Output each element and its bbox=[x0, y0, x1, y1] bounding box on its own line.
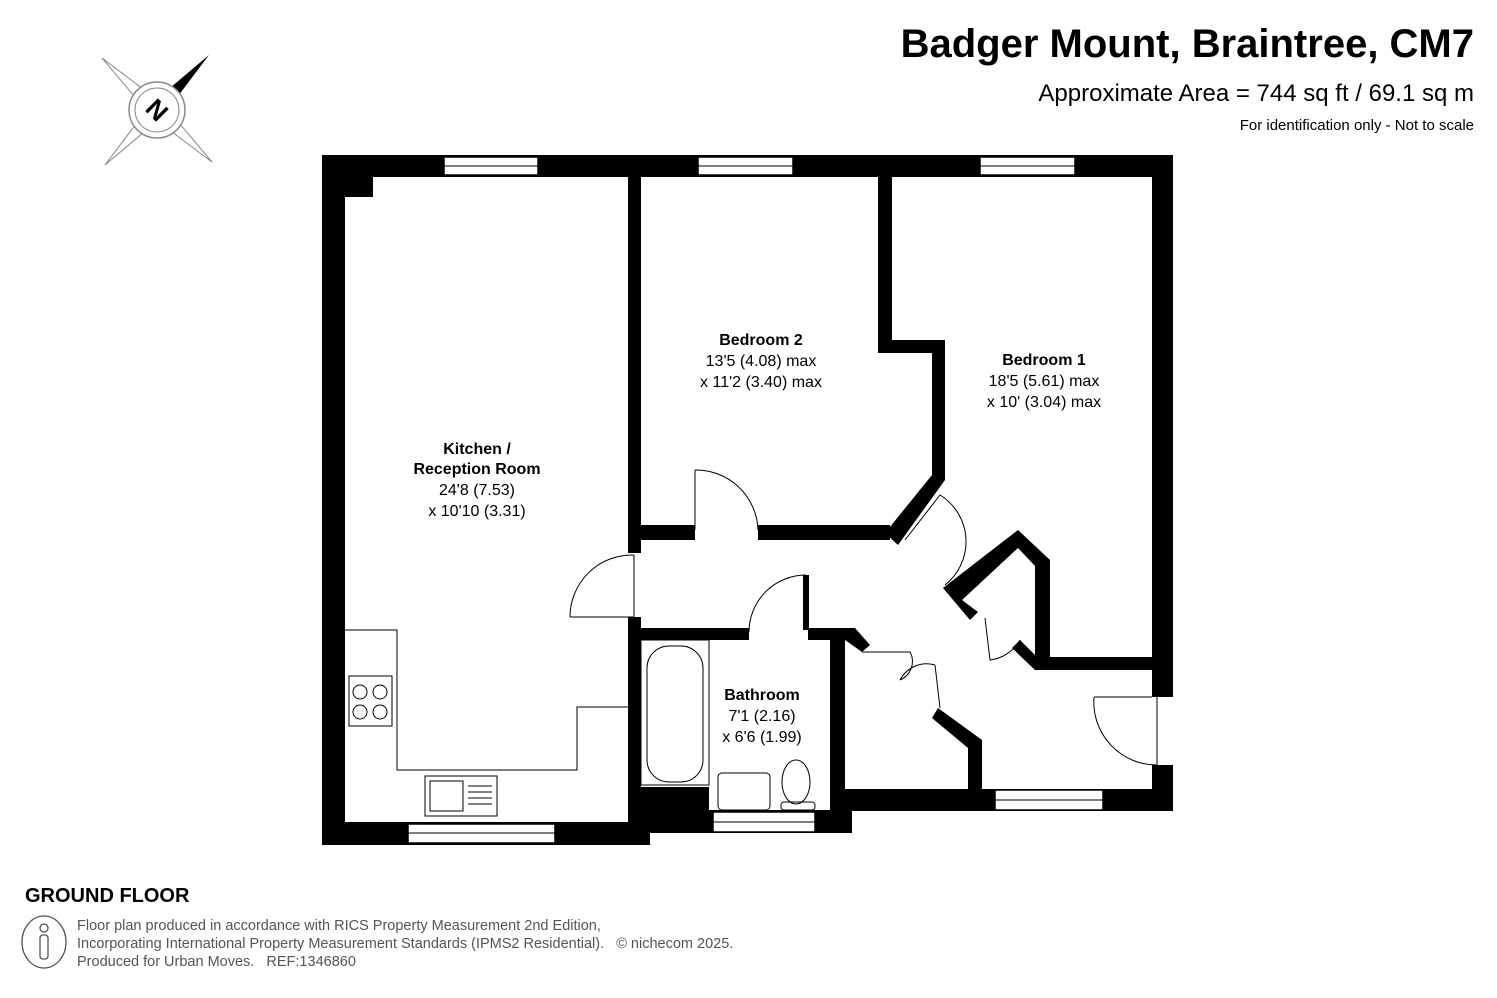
footer-standards: Incorporating International Property Mea… bbox=[77, 936, 605, 952]
disclaimer: For identification only - Not to scale bbox=[1239, 117, 1474, 134]
floor-label: GROUND FLOOR bbox=[25, 885, 190, 907]
room-name-bedroom-2: Bedroom 2 bbox=[719, 332, 803, 349]
room-dim-kitchen-2: x 10'10 (3.31) bbox=[428, 503, 525, 520]
basin-icon bbox=[717, 772, 771, 811]
approximate-area: Approximate Area = 744 sq ft / 69.1 sq m bbox=[1038, 80, 1474, 107]
kitchen-units bbox=[345, 629, 628, 817]
bathroom-fixtures bbox=[640, 639, 816, 811]
person-scale-icon bbox=[21, 915, 67, 969]
room-dim-bathroom-2: x 6'6 (1.99) bbox=[722, 729, 802, 746]
hob-icon bbox=[348, 675, 393, 727]
footer-line-3: Produced for Urban Moves. REF:1346860 bbox=[77, 954, 356, 970]
room-dim-bedroom-1-2: x 10' (3.04) max bbox=[987, 394, 1101, 411]
room-dim-bathroom-1: 7'1 (2.16) bbox=[728, 708, 795, 725]
footer-produced-for: Produced for Urban Moves. bbox=[77, 954, 255, 970]
windows bbox=[407, 156, 1104, 844]
bath-icon bbox=[646, 645, 704, 783]
room-dim-bedroom-2-2: x 11'2 (3.40) max bbox=[700, 374, 822, 391]
compass-icon: N bbox=[101, 55, 213, 166]
room-dim-bedroom-1-1: 18'5 (5.61) max bbox=[989, 373, 1100, 390]
room-name-kitchen: Kitchen / bbox=[443, 441, 511, 458]
toilet-icon bbox=[781, 759, 811, 805]
footer-ref: REF:1346860 bbox=[266, 954, 356, 970]
footer-line-1: Floor plan produced in accordance with R… bbox=[77, 918, 601, 934]
room-dim-kitchen-1: 24'8 (7.53) bbox=[439, 482, 515, 499]
footer-line-2: Incorporating International Property Mea… bbox=[77, 936, 733, 952]
room-name-kitchen-2: Reception Room bbox=[413, 461, 540, 478]
footer-copyright: © nichecom 2025. bbox=[616, 936, 734, 952]
sink-icon bbox=[424, 775, 498, 817]
room-dim-bedroom-2-1: 13'5 (4.08) max bbox=[706, 353, 817, 370]
room-name-bathroom: Bathroom bbox=[724, 687, 800, 704]
property-title: Badger Mount, Braintree, CM7 bbox=[900, 22, 1474, 66]
doors bbox=[569, 469, 1158, 766]
room-name-bedroom-1: Bedroom 1 bbox=[1002, 352, 1086, 369]
